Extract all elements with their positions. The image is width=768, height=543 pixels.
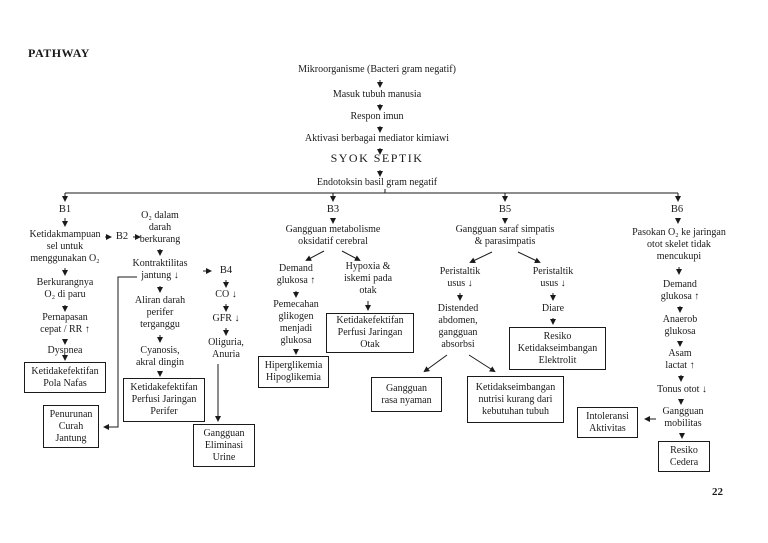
diagnosis-box-decreased-cardiac-output: Penurunan Curah Jantung — [43, 405, 99, 448]
b6-impaired-mobility: Gangguan mobilitas — [662, 406, 704, 429]
b6-anaerobic-glucose: Anaerob glukosa — [662, 314, 698, 337]
diagnosis-box-nutrition-imbalance: Ketidakseimbangan nutrisi kurang dari ke… — [467, 376, 564, 423]
branch-label-b1: B1 — [58, 204, 72, 215]
diagnosis-box-ineffective-breathing-pattern: Ketidakefektifan Pola Nafas — [24, 362, 106, 393]
b6-muscle-tone: Tonus otot ↓ — [657, 384, 707, 395]
b4-co-down: CO ↓ — [215, 289, 237, 300]
b5-peristalsis-right: Peristaltik usus ↓ — [532, 266, 574, 289]
diagnosis-box-activity-intolerance: Intoleransi Aktivitas — [577, 407, 638, 438]
b5-autonomic-nerve-disorder: Gangguan saraf simpatis & parasimpatis — [455, 224, 555, 247]
chain-endotoxin: Endotoksin basil gram negatif — [316, 177, 438, 188]
diagnosis-box-impaired-comfort: Gangguan rasa nyaman — [371, 377, 442, 412]
diagnosis-box-ineffective-brain-perfusion: Ketidakefektifan Perfusi Jaringan Otak — [326, 313, 414, 353]
page-number: 22 — [712, 486, 723, 498]
b2-cardiac-contractility: Kontraktilitas jantung ↓ — [132, 258, 188, 281]
b1-rapid-breathing: Pernapasan cepat / RR ↑ — [40, 312, 90, 335]
b3-glucose-demand: Demand glukosa ↑ — [276, 263, 316, 286]
diagnosis-box-electrolyte-imbalance-risk: Resiko Ketidakseimbangan Elektrolit — [509, 327, 606, 370]
b5-distended-abdomen: Distended abdomen, gangguan absorbsi — [437, 303, 479, 350]
diagnosis-box-ineffective-peripheral-perfusion: Ketidakefektifan Perfusi Jaringan Perife… — [123, 378, 205, 422]
b1-cell-o2-inability: Ketidakmampuan sel untuk menggunakan O₂ — [29, 229, 101, 264]
branch-label-b3: B3 — [326, 204, 340, 215]
b4-oliguria-anuria: Oliguria, Anuria — [208, 337, 244, 360]
branch-label-b5: B5 — [498, 204, 512, 215]
diagnosis-box-impaired-urinary-elimination: Gangguan Eliminasi Urine — [193, 424, 255, 467]
b3-cerebral-oxidative-metabolism: Gangguan metabolisme oksidatif cerebral — [285, 224, 381, 247]
chain-septic-shock: SYOK SEPTIK — [330, 151, 424, 165]
branch-label-b4: B4 — [219, 265, 233, 276]
branch-label-b6: B6 — [670, 204, 684, 215]
b6-lactic-acid: Asam lactat ↑ — [665, 348, 695, 371]
b2-blood-o2-decrease: O₂ dalam darah berkurang — [139, 210, 181, 245]
b3-glycogen-breakdown: Pemecahan glikogen menjadi glukosa — [273, 299, 319, 346]
branch-label-b2: B2 — [115, 231, 129, 242]
b5-diarrhea: Diare — [541, 303, 565, 314]
diagnosis-box-injury-risk: Resiko Cedera — [658, 441, 710, 472]
b1-dyspnea: Dyspnea — [47, 345, 83, 356]
b6-muscle-o2-supply: Pasokan O₂ ke jaringan otot skelet tidak… — [632, 227, 726, 262]
b4-gfr-down: GFR ↓ — [212, 313, 240, 324]
chain-enter-body: Masuk tubuh manusia — [332, 89, 422, 100]
chain-microorganism: Mikroorganisme (Bacteri gram negatif) — [298, 64, 456, 75]
chain-immune-response: Respon imun — [350, 111, 404, 122]
b6-glucose-demand: Demand glukosa ↑ — [660, 279, 700, 302]
b3-hypoxia-ischemia: Hypoxia & iskemi pada otak — [343, 261, 393, 296]
b2-peripheral-flow: Aliran darah perifer terganggu — [134, 295, 186, 330]
b5-peristalsis-left: Peristaltik usus ↓ — [439, 266, 481, 289]
page-title: PATHWAY — [28, 46, 90, 60]
diagnosis-box-hyperglycemia-hypoglycemia: Hiperglikemia Hipoglikemia — [258, 356, 329, 388]
b2-cyanosis: Cyanosis, akral dingin — [135, 345, 185, 368]
chain-mediator-activation: Aktivasi berbagai mediator kimiawi — [304, 133, 450, 144]
b1-reduced-lung-o2: Berkurangnya O₂ di paru — [36, 277, 94, 300]
